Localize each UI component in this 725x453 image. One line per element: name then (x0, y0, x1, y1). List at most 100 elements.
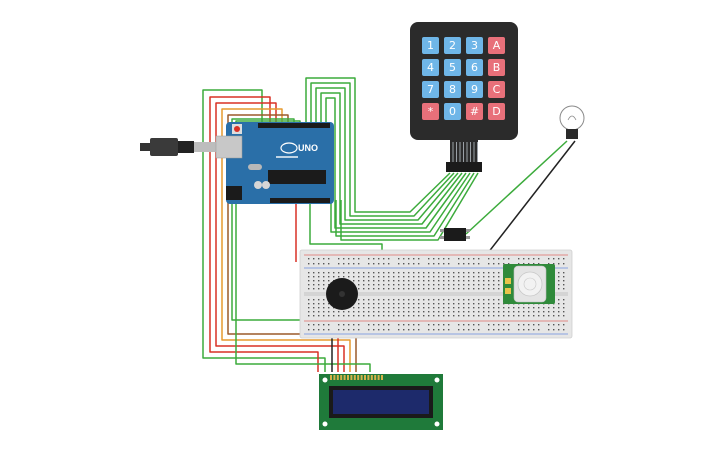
breadboard-hole (368, 315, 370, 317)
breadboard-hole (308, 329, 310, 331)
relay[interactable] (440, 228, 470, 241)
breadboard-hole (473, 288, 475, 290)
breadboard-hole (473, 303, 475, 305)
wire-green-keypad-6[interactable] (330, 172, 471, 233)
breadboard-hole (428, 315, 430, 317)
keypad-key-0-0[interactable] (422, 37, 439, 54)
breadboard-hole (438, 258, 440, 260)
breadboard-hole (338, 315, 340, 317)
breadboard-hole (468, 329, 470, 331)
keypad-key-3-3[interactable] (488, 103, 505, 120)
breadboard-hole (448, 280, 450, 282)
pir-sensor[interactable] (503, 264, 555, 304)
breadboard-hole (403, 307, 405, 309)
breadboard-hole (373, 324, 375, 326)
breadboard-hole (493, 303, 495, 305)
keypad-key-3-1[interactable] (444, 103, 461, 120)
wire-green-keypad-3[interactable] (315, 87, 459, 221)
breadboard-hole (438, 288, 440, 290)
keypad-key-label: 3 (471, 39, 478, 52)
breadboard-hole (453, 276, 455, 278)
breadboard-hole (408, 299, 410, 301)
wire-green-left-outer[interactable] (202, 89, 326, 372)
breadboard-hole (543, 311, 545, 313)
keypad-key-1-2[interactable] (466, 59, 483, 76)
usb-metal-shell (194, 142, 216, 152)
keypad-key-1-0[interactable] (422, 59, 439, 76)
breadboard-hole (328, 329, 330, 331)
keypad-key-2-1[interactable] (444, 81, 461, 98)
wire-brown-left[interactable] (227, 114, 357, 372)
wire-green-keypad-7[interactable] (335, 172, 475, 237)
breadboard-hole (343, 329, 345, 331)
breadboard-hole (323, 272, 325, 274)
breadboard-hole (418, 258, 420, 260)
keypad-key-1-1[interactable] (444, 59, 461, 76)
wire-orange-left[interactable] (221, 108, 351, 372)
keypad-key-0-3[interactable] (488, 37, 505, 54)
breadboard-hole (448, 307, 450, 309)
breadboard-hole (378, 329, 380, 331)
keypad-key-3-2[interactable] (466, 103, 483, 120)
usb-cable[interactable] (140, 138, 216, 156)
breadboard-hole (373, 329, 375, 331)
breadboard-hole (368, 258, 370, 260)
breadboard-hole (343, 258, 345, 260)
keypad-key-2-2[interactable] (466, 81, 483, 98)
breadboard-hole (353, 315, 355, 317)
keypad-key-0-2[interactable] (466, 37, 483, 54)
breadboard-hole (473, 329, 475, 331)
lcd-pin (350, 375, 353, 380)
breadboard-hole (483, 311, 485, 313)
wire-green-keypad-5[interactable] (325, 97, 467, 229)
breadboard-hole (323, 303, 325, 305)
wire-red-left[interactable] (209, 96, 319, 372)
breadboard-hole (423, 315, 425, 317)
breadboard-hole (473, 258, 475, 260)
keypad-key-1-3[interactable] (488, 59, 505, 76)
breadboard-hole (418, 288, 420, 290)
wire-green-keypad-2[interactable] (310, 82, 455, 217)
pir-pot-1[interactable] (505, 278, 511, 284)
breadboard-hole (368, 272, 370, 274)
breadboard-hole (473, 311, 475, 313)
breadboard-hole (498, 303, 500, 305)
keypad-key-2-3[interactable] (488, 81, 505, 98)
breadboard-hole (528, 315, 530, 317)
keypad-key-0-1[interactable] (444, 37, 461, 54)
lcd-16x2[interactable] (319, 374, 443, 430)
keypad-key-2-0[interactable] (422, 81, 439, 98)
breadboard-hole (388, 307, 390, 309)
breadboard-hole (338, 329, 340, 331)
breadboard-hole (558, 280, 560, 282)
breadboard-hole (478, 315, 480, 317)
breadboard-hole (418, 272, 420, 274)
wire-green-keypad-1[interactable] (305, 77, 451, 213)
arduino-uno-board[interactable]: UNO (215, 122, 334, 204)
piezo-buzzer[interactable] (326, 278, 358, 310)
wire-green-relay-bulb[interactable] (465, 140, 568, 235)
breadboard-hole (498, 324, 500, 326)
breadboard-hole (563, 307, 565, 309)
breadboard-hole (398, 311, 400, 313)
wire-black-bulb[interactable] (483, 140, 576, 259)
breadboard-hole (383, 324, 385, 326)
breadboard-hole (378, 258, 380, 260)
wire-red-left-2[interactable] (215, 102, 345, 372)
wire-green-keypad-8[interactable] (340, 172, 479, 241)
breadboard-hole (468, 263, 470, 265)
pir-pot-2[interactable] (505, 288, 511, 294)
breadboard-hole (328, 315, 330, 317)
breadboard-hole (558, 263, 560, 265)
wire-green-keypad-4[interactable] (320, 92, 463, 225)
keypad-key-3-0[interactable] (422, 103, 439, 120)
keypad-key-label: 0 (449, 105, 456, 118)
wire-green-left-3[interactable] (235, 120, 371, 372)
light-bulb[interactable] (559, 105, 585, 139)
breadboard-hole (488, 315, 490, 317)
breadboard-hole (313, 303, 315, 305)
breadboard-hole (418, 263, 420, 265)
breadboard-hole (508, 329, 510, 331)
breadboard-hole (558, 303, 560, 305)
